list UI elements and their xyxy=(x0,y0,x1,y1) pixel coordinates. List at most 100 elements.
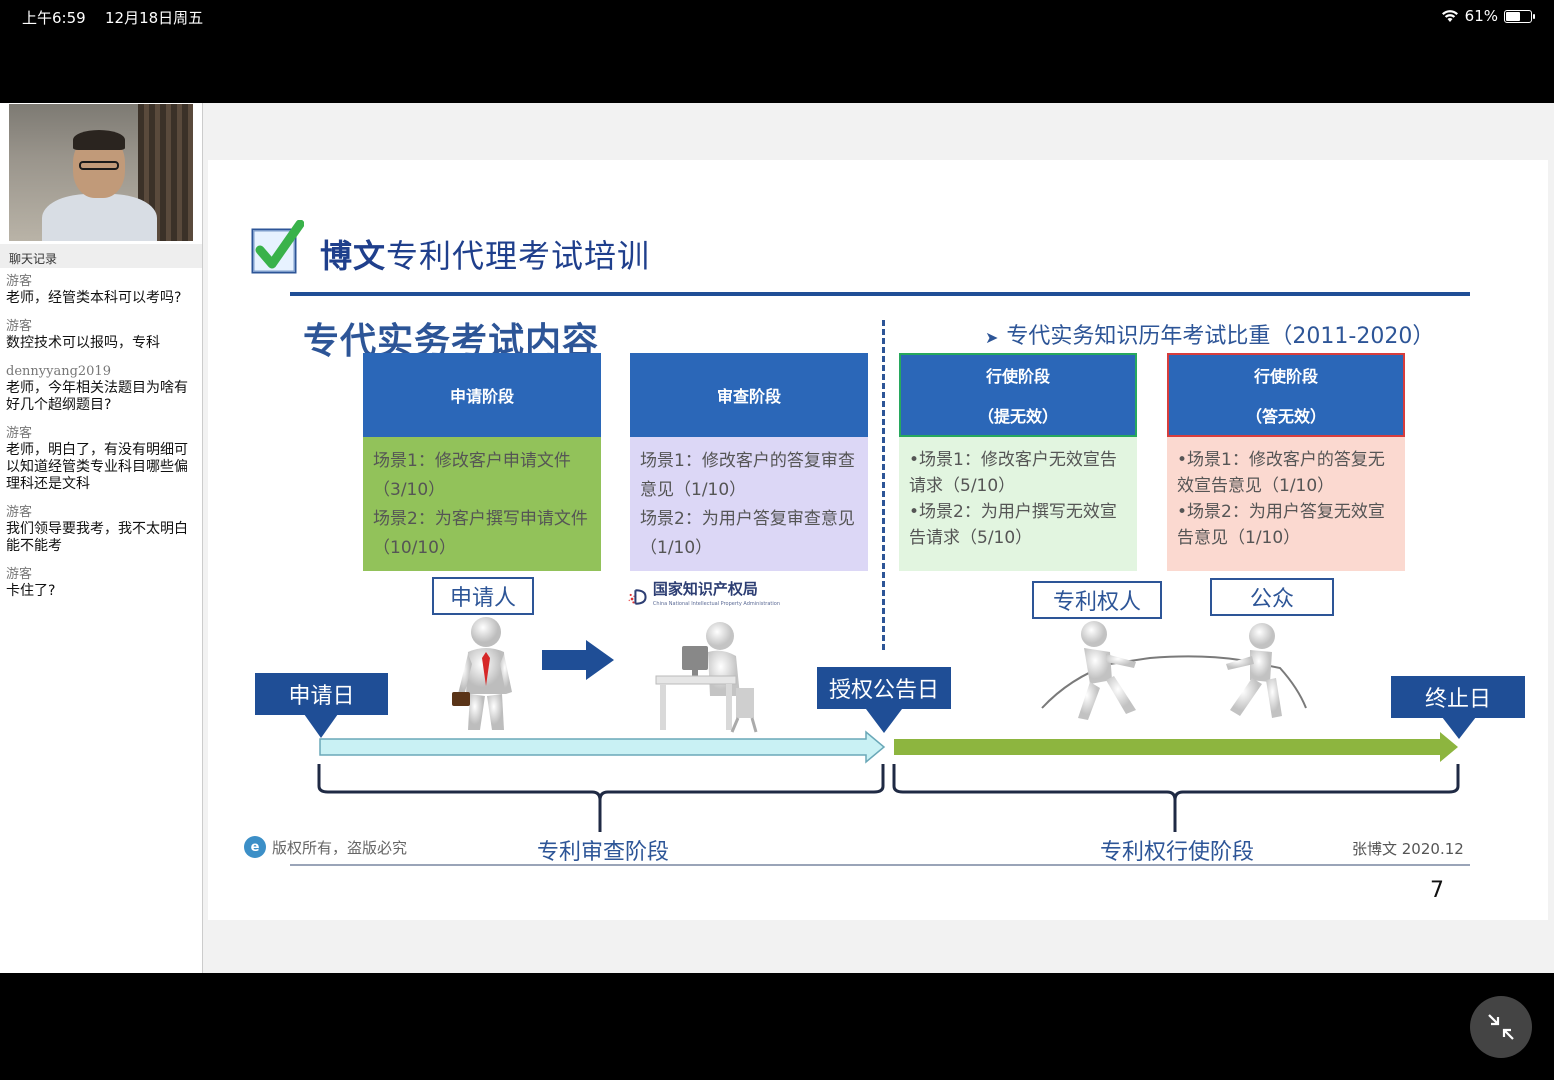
card-line: •场景2：为用户答复无效宣 xyxy=(1177,502,1385,522)
status-time: 上午6:59 xyxy=(22,9,86,27)
battery-icon xyxy=(1504,9,1535,23)
copyright: e 版权所有，盗版必究 xyxy=(244,836,407,858)
card-invalidation-response: 行使阶段 （答无效） •场景1：修改客户的答复无 效宣告意见（1/10） •场景… xyxy=(1167,353,1405,571)
chat-header: 聊天记录 xyxy=(0,244,202,268)
chat-message: 游客我们领导要我考，我不太明白能不能考 xyxy=(6,504,196,555)
checkbox-logo-icon xyxy=(251,220,304,274)
card-line: 场景2：为客户撰写申请文件 xyxy=(373,509,588,529)
chat-message: 游客数控技术可以报吗，专科 xyxy=(6,318,196,352)
teacher-video[interactable] xyxy=(9,104,193,241)
role-applicant: 申请人 xyxy=(432,577,534,615)
author-date: 张博文 2020.12 xyxy=(1352,840,1464,858)
chat-text: 我们领导要我考，我不太明白能不能考 xyxy=(6,521,188,554)
card-head: 行使阶段 （提无效） xyxy=(899,353,1137,437)
examination-timeline-arrow xyxy=(319,730,886,764)
footer-rule xyxy=(290,864,1470,866)
status-right: 61% xyxy=(1441,7,1535,25)
cnipa-logo: 国家知识产权局 China National Intellectual Prope… xyxy=(628,582,780,612)
title-underline xyxy=(290,292,1470,296)
brand-bold: 博文 xyxy=(320,237,387,275)
video-person-glasses xyxy=(79,161,119,170)
card-line: 场景1：修改客户申请文件 xyxy=(373,451,571,471)
filing-date-pointer-icon xyxy=(304,714,338,738)
card-body: 场景1：修改客户申请文件 （3/10） 场景2：为客户撰写申请文件 （10/10… xyxy=(363,437,601,571)
copyright-text: 版权所有，盗版必究 xyxy=(272,838,408,857)
collapse-arrows-icon xyxy=(1488,1014,1514,1040)
bullet-arrow-icon: ➤ xyxy=(985,328,999,347)
cnipa-emblem-icon xyxy=(628,589,647,605)
battery-fill xyxy=(1506,11,1520,21)
page-number: 7 xyxy=(1430,878,1444,903)
cnipa-text: 国家知识产权局 China National Intellectual Prope… xyxy=(653,582,780,612)
card-line: （1/10） xyxy=(640,538,713,558)
card-body: 场景1：修改客户的答复审查 意见（1/10） 场景2：为用户答复审查意见 （1/… xyxy=(630,437,868,571)
card-body: •场景1：修改客户的答复无 效宣告意见（1/10） •场景2：为用户答复无效宣 … xyxy=(1167,437,1405,571)
chat-message: 游客老师，明白了，有没有明细可以知道经管类专业科目哪些偏理科还是文科 xyxy=(6,425,196,493)
wifi-icon xyxy=(1441,10,1458,22)
applicant-figure-icon xyxy=(452,617,512,730)
card-line: 请求（5/10） xyxy=(909,476,1016,496)
card-line: 场景2：为用户答复审查意见 xyxy=(640,509,855,529)
examiner-figure-icon xyxy=(655,622,758,733)
card-line: 意见（1/10） xyxy=(640,480,747,500)
card-examination-stage: 审查阶段 场景1：修改客户的答复审查 意见（1/10） 场景2：为用户答复审查意… xyxy=(630,353,868,571)
brand-rest: 专利代理考试培训 xyxy=(386,237,651,275)
grant-date-label: 授权公告日 xyxy=(817,667,951,709)
card-line: （10/10） xyxy=(373,538,456,558)
card-head-title: 审查阶段 xyxy=(716,387,781,406)
chat-username: 游客 xyxy=(6,426,33,441)
chat-username: dennyyang2019 xyxy=(6,364,111,379)
chat-text: 老师，明白了，有没有明细可以知道经管类专业科目哪些偏理科还是文科 xyxy=(6,442,188,492)
chat-username: 游客 xyxy=(6,319,33,334)
filing-date-label: 申请日 xyxy=(255,673,388,715)
cnipa-english: China National Intellectual Property Adm… xyxy=(652,601,780,607)
weight-title-text: 专代实务知识历年考试比重（2011-2020） xyxy=(1006,324,1435,349)
card-head-subtitle: （提无效） xyxy=(977,407,1058,426)
examination-stage-label: 专利审查阶段 xyxy=(537,840,670,865)
card-line: •场景2：为用户撰写无效宣 xyxy=(909,502,1117,522)
card-line: 场景1：修改客户的答复审查 xyxy=(640,451,855,471)
termination-date-pointer-icon xyxy=(1442,717,1476,739)
chat-username: 游客 xyxy=(6,505,33,520)
status-bar: 上午6:59 12月18日周五 61% xyxy=(0,0,1554,34)
chat-username: 游客 xyxy=(6,274,33,289)
chat-message: 游客卡住了? xyxy=(6,566,196,600)
card-invalidation-request: 行使阶段 （提无效） •场景1：修改客户无效宣告 请求（5/10） •场景2：为… xyxy=(899,353,1137,571)
chat-text: 老师，今年相关法题目为啥有好几个超纲题目? xyxy=(6,380,188,413)
card-line: 告请求（5/10） xyxy=(909,528,1033,548)
card-head-title: 行使阶段 xyxy=(1253,367,1318,386)
chat-text: 老师，经管类本科可以考吗? xyxy=(6,290,182,306)
enforcement-stage-label: 专利权行使阶段 xyxy=(1100,840,1255,865)
minimize-button[interactable] xyxy=(1470,996,1532,1058)
copyright-logo-icon: e xyxy=(244,836,266,858)
card-head: 审查阶段 xyxy=(630,353,868,437)
chat-text: 卡住了? xyxy=(6,583,56,599)
weight-title: ➤ 专代实务知识历年考试比重（2011-2020） xyxy=(985,318,1434,350)
battery-percent: 61% xyxy=(1464,7,1498,25)
cnipa-name: 国家知识产权局 xyxy=(652,580,758,598)
status-date: 12月18日周五 xyxy=(105,9,204,27)
card-line: 告意见（1/10） xyxy=(1177,528,1301,548)
card-line: •场景1：修改客户无效宣告 xyxy=(909,450,1117,470)
stage-divider xyxy=(882,320,885,650)
termination-date-label: 终止日 xyxy=(1391,676,1525,718)
enforcement-timeline-arrow xyxy=(894,732,1458,762)
card-line: 效宣告意见（1/10） xyxy=(1177,476,1335,496)
card-line: （3/10） xyxy=(373,480,446,500)
card-application-stage: 申请阶段 场景1：修改客户申请文件 （3/10） 场景2：为客户撰写申请文件 （… xyxy=(363,353,601,571)
card-body: •场景1：修改客户无效宣告 请求（5/10） •场景2：为用户撰写无效宣 告请求… xyxy=(899,437,1137,571)
chat-username: 游客 xyxy=(6,567,33,582)
card-head-title: 申请阶段 xyxy=(449,387,514,406)
video-person-body xyxy=(42,194,157,241)
card-head: 申请阶段 xyxy=(363,353,601,437)
card-head-title: 行使阶段 xyxy=(985,367,1050,386)
enforcement-brace xyxy=(892,764,1460,832)
role-public: 公众 xyxy=(1210,578,1334,616)
tug-of-war-figures-icon xyxy=(1041,621,1307,720)
video-person-hair xyxy=(73,130,125,150)
grant-date-pointer-icon xyxy=(866,709,902,733)
card-head: 行使阶段 （答无效） xyxy=(1167,353,1405,437)
